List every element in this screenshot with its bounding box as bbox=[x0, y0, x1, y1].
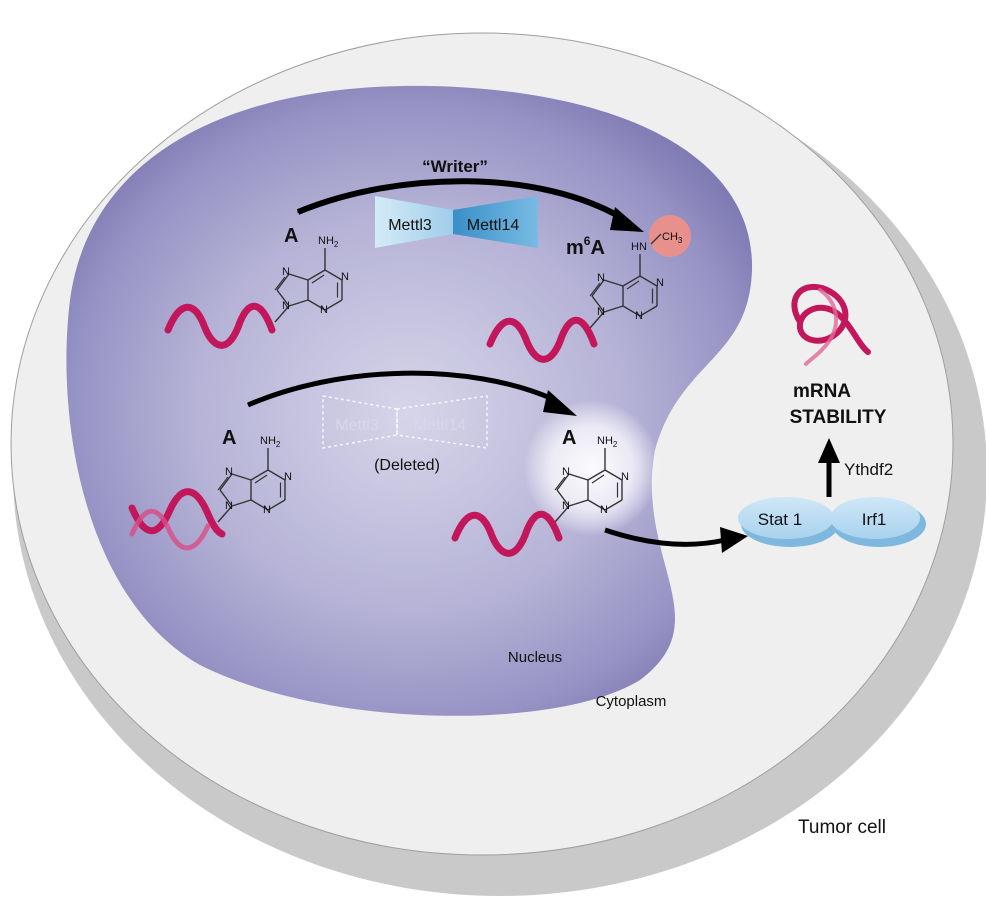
nh2-label: NH2 bbox=[597, 435, 618, 449]
irf1-label: Irf1 bbox=[862, 510, 887, 529]
ring-n7: N bbox=[562, 466, 570, 478]
ring-n3: N bbox=[263, 504, 271, 516]
ring-n9: N bbox=[282, 300, 290, 312]
mettl3-label: Mettl3 bbox=[388, 217, 432, 234]
ring-n3: N bbox=[600, 504, 608, 516]
mettl3-shape bbox=[375, 196, 453, 248]
rna-strand-bottom-left bbox=[128, 488, 226, 538]
nucleus bbox=[66, 85, 753, 716]
rna-strand-top-left bbox=[164, 302, 276, 349]
ythdf2-label: Ythdf2 bbox=[844, 460, 893, 479]
ring-n1: N bbox=[341, 271, 349, 283]
cytoplasm-label: Cytoplasm bbox=[596, 693, 667, 710]
ring-n7: N bbox=[282, 266, 290, 278]
hn-label: HN bbox=[631, 241, 647, 253]
rna-strand-top-right bbox=[486, 316, 598, 363]
ring-n7: N bbox=[597, 272, 605, 284]
adenine-bottom-left: A NH2 N N N N bbox=[217, 427, 292, 523]
mettl14-label: Mettl14 bbox=[467, 217, 520, 234]
signal-arrow bbox=[604, 527, 726, 547]
mettl3-deleted-shape bbox=[322, 395, 398, 449]
stat1-label: Stat 1 bbox=[758, 510, 802, 529]
mettl14-deleted-shape bbox=[396, 395, 488, 449]
m6a-top-right: m6A CH3 HN N N N N bbox=[566, 215, 691, 329]
nucleus-label: Nucleus bbox=[508, 649, 562, 666]
mettl-complex: Mettl3 Mettl14 bbox=[375, 196, 538, 248]
ythdf2-arrowhead bbox=[818, 438, 840, 463]
mettl14-deleted-label: Mettl14 bbox=[414, 417, 467, 434]
m6a-label: m6A bbox=[566, 234, 605, 259]
mettl3-deleted-label: Mettl3 bbox=[335, 417, 379, 434]
adenine-top-left: A NH2 N N N N bbox=[274, 225, 349, 323]
irf1-protein: Irf1 bbox=[830, 497, 926, 547]
mrna-label: mRNA bbox=[793, 381, 851, 402]
deleted-caption: (Deleted) bbox=[374, 457, 440, 474]
ring-n3: N bbox=[635, 310, 643, 322]
methyl-group bbox=[649, 215, 691, 257]
stability-label: STABILITY bbox=[790, 407, 887, 428]
writer-arrowhead bbox=[610, 207, 644, 232]
ring-n7: N bbox=[225, 466, 233, 478]
tumor-cell-label: Tumor cell bbox=[798, 817, 886, 838]
unmethylated-highlight bbox=[524, 400, 660, 536]
stat1-protein: Stat 1 bbox=[738, 497, 839, 547]
signal-arrowhead bbox=[720, 527, 748, 553]
mrna-curl-icon bbox=[791, 283, 871, 366]
ring-n1: N bbox=[656, 277, 664, 289]
ring-n9: N bbox=[597, 306, 605, 318]
adenine-bottom-right: A NH2 N N N N bbox=[554, 427, 629, 523]
nh2-label: NH2 bbox=[318, 235, 339, 249]
base-label: A bbox=[222, 427, 236, 449]
ring-n9: N bbox=[225, 500, 233, 512]
ring-n1: N bbox=[621, 471, 629, 483]
base-label: A bbox=[562, 427, 576, 449]
ring-n1: N bbox=[284, 471, 292, 483]
ring-n9: N bbox=[562, 500, 570, 512]
writer-label: “Writer” bbox=[422, 157, 488, 176]
base-label: A bbox=[284, 225, 298, 247]
ch3-label: CH3 bbox=[662, 231, 683, 245]
mettl14-shape bbox=[453, 196, 538, 248]
rna-strand-bottom-right bbox=[451, 510, 563, 557]
nh2-label: NH2 bbox=[260, 435, 281, 449]
ring-n3: N bbox=[320, 304, 328, 316]
knockout-arrowhead bbox=[543, 390, 577, 416]
deleted-complex: Mettl3 Mettl14 bbox=[322, 395, 488, 449]
